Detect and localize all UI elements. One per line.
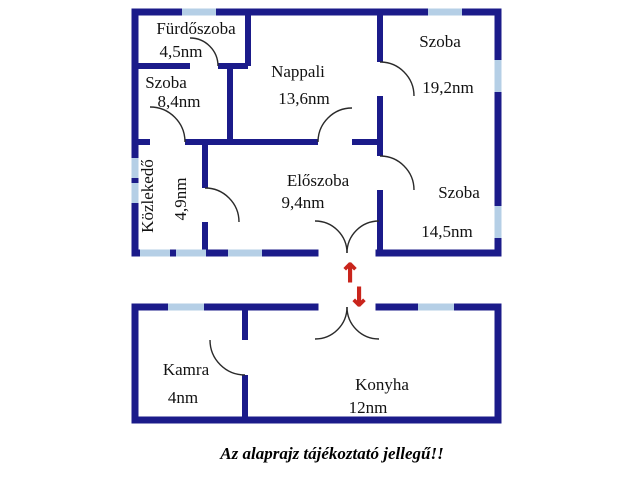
windows (131, 8, 502, 311)
door-arc-living-room (317, 107, 353, 143)
room-label-kitchen: Konyha (355, 375, 409, 394)
door-arc-entrance-right (346, 220, 380, 254)
entrance-arrows: ↑ ↓ (339, 258, 371, 313)
room-area-living-room: 13,6nm (278, 89, 329, 108)
room-area-room-8-4: 8,4nm (158, 92, 201, 111)
room-label-pantry: Kamra (163, 360, 210, 379)
door-arc-room-14-5 (379, 155, 415, 191)
room-area-corridor: 4,9nm (171, 178, 190, 221)
door-arc-entrance-left (314, 220, 348, 254)
room-label-room-19-2: Szoba (419, 32, 461, 51)
room-labels: Fürdőszoba 4,5nm Szoba 8,4nm Nappali 13,… (138, 19, 480, 417)
room-area-hall: 9,4nm (282, 193, 325, 212)
room-label-bathroom: Fürdőszoba (156, 19, 236, 38)
door-arc-kitchen-left (314, 306, 348, 340)
disclaimer-caption: Az alaprajz tájékoztató jellegű!! (219, 444, 443, 463)
room-label-room-8-4: Szoba (145, 73, 187, 92)
door-arc-room-19-2 (379, 61, 415, 97)
door-arc-corridor (204, 187, 240, 223)
door-arc-pantry (209, 339, 246, 376)
door-arc-room-8-4 (149, 106, 186, 143)
door-arc-bathroom (189, 37, 219, 67)
doors (149, 37, 415, 376)
room-label-hall: Előszoba (287, 171, 350, 190)
room-area-room-19-2: 19,2nm (422, 78, 473, 97)
interior-walls (135, 12, 383, 420)
down-arrow-icon: ↓ (348, 283, 370, 313)
room-area-bathroom: 4,5nm (160, 42, 203, 61)
room-area-room-14-5: 14,5nm (421, 222, 472, 241)
room-label-room-14-5: Szoba (438, 183, 480, 202)
door-arc-kitchen-right (346, 306, 380, 340)
room-label-living-room: Nappali (271, 62, 325, 81)
up-arrow-icon: ↑ (339, 259, 361, 289)
room-area-pantry: 4nm (168, 388, 198, 407)
room-label-corridor: Közlekedő (138, 159, 157, 233)
room-area-kitchen: 12nm (349, 398, 388, 417)
